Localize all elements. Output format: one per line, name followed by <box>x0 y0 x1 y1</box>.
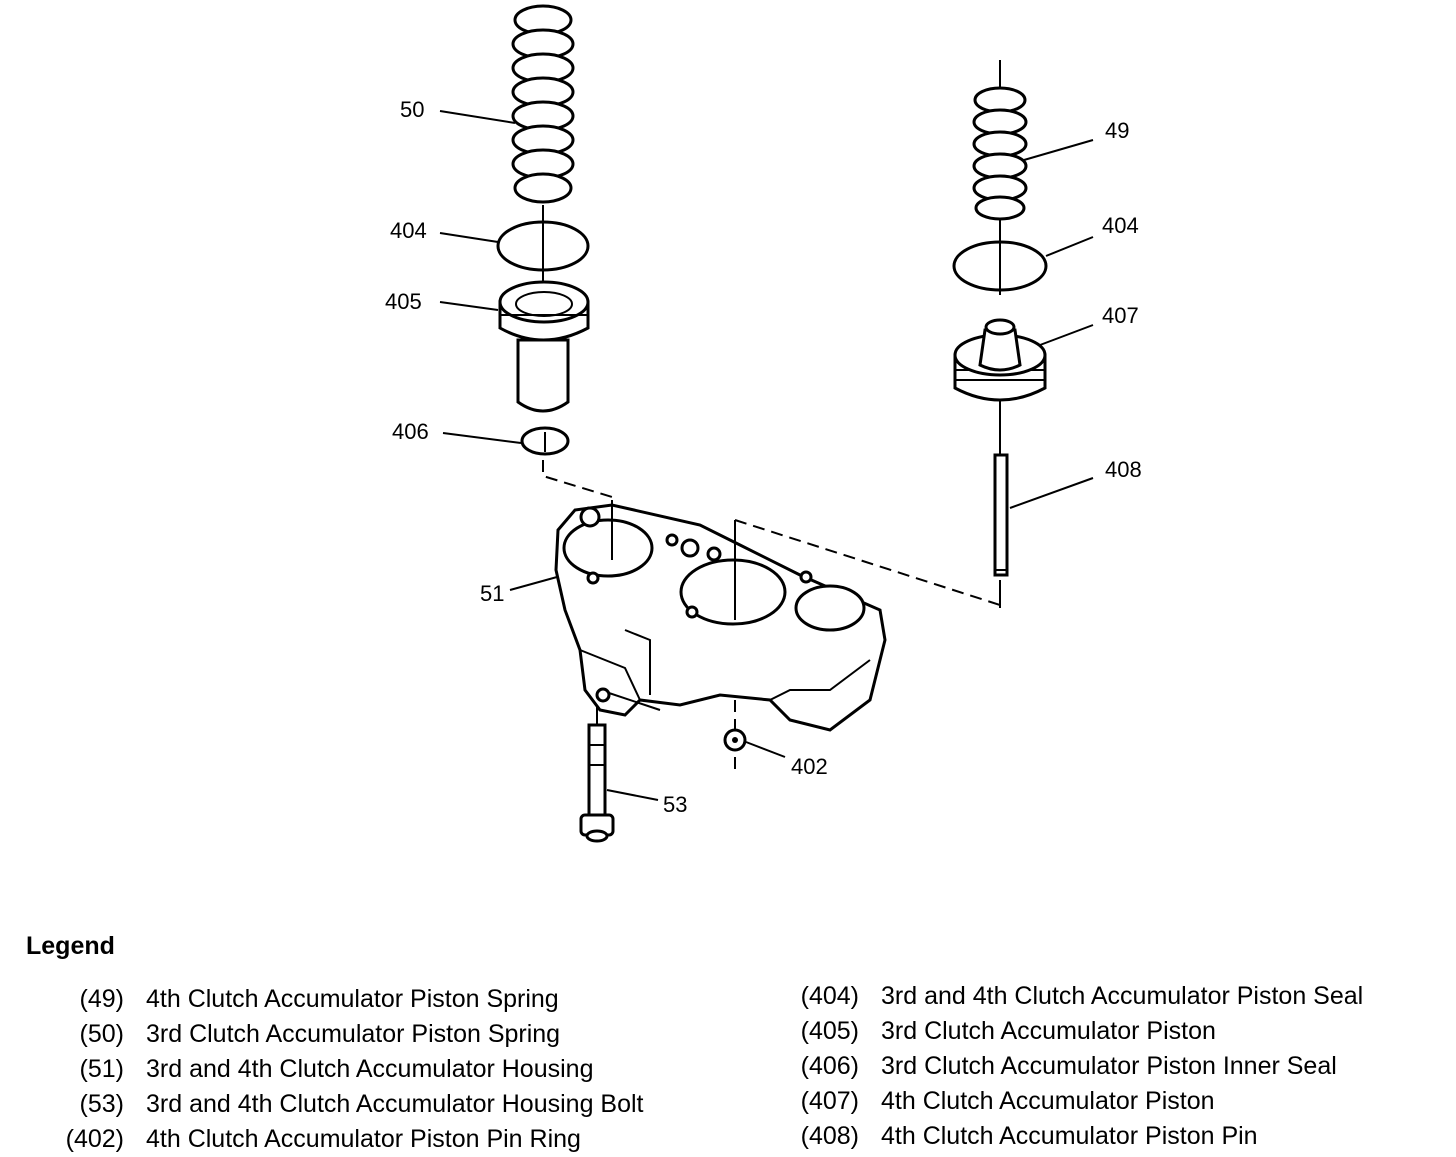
spring-49 <box>972 60 1028 221</box>
legend-item: (49) 4th Clutch Accumulator Piston Spring <box>20 982 644 1017</box>
legend-left-column: (49) 4th Clutch Accumulator Piston Spring… <box>20 982 644 1157</box>
callout-406: 406 <box>392 419 429 444</box>
legend-item: (51) 3rd and 4th Clutch Accumulator Housi… <box>20 1052 644 1087</box>
piston-405 <box>498 280 590 413</box>
legend-number: (53) <box>79 1090 124 1118</box>
legend-item: (405) 3rd Clutch Accumulator Piston <box>795 1014 1363 1049</box>
exploded-parts-diagram: 50 404 405 406 49 404 407 408 51 402 53 <box>385 4 1142 843</box>
legend-right-column: (404) 3rd and 4th Clutch Accumulator Pist… <box>795 979 1364 1154</box>
legend-description: 4th Clutch Accumulator Piston Spring <box>146 985 559 1013</box>
legend-number: (51) <box>79 1055 124 1083</box>
seal-404-left <box>496 220 590 272</box>
legend-number: (407) <box>800 1087 859 1115</box>
callout-49: 49 <box>1105 118 1129 143</box>
callout-53: 53 <box>663 792 687 817</box>
callout-51: 51 <box>480 581 504 606</box>
callout-405: 405 <box>385 289 422 314</box>
legend-number: (408) <box>800 1122 859 1150</box>
legend-number: (406) <box>800 1052 859 1080</box>
legend-description: 3rd and 4th Clutch Accumulator Piston Se… <box>881 982 1364 1010</box>
callout-402: 402 <box>791 754 828 779</box>
legend-description: 3rd Clutch Accumulator Piston Spring <box>146 1020 561 1048</box>
piston-407 <box>953 318 1047 402</box>
callout-404-right: 404 <box>1102 213 1139 238</box>
legend-item: (408) 4th Clutch Accumulator Piston Pin <box>795 1119 1363 1154</box>
legend-number: (404) <box>800 982 859 1010</box>
callout-50: 50 <box>400 97 424 122</box>
seal-406 <box>520 426 570 456</box>
callout-404-left: 404 <box>390 218 427 243</box>
legend-description: 3rd and 4th Clutch Accumulator Housing B… <box>146 1090 644 1118</box>
legend-item: (402) 4th Clutch Accumulator Piston Pin R… <box>20 1122 644 1157</box>
legend-number: (405) <box>800 1017 859 1045</box>
housing-51 <box>554 503 887 732</box>
legend-title: Legend <box>26 932 115 960</box>
legend-number: (402) <box>65 1125 124 1153</box>
legend-description: 3rd and 4th Clutch Accumulator Housing <box>146 1055 594 1083</box>
legend-description: 4th Clutch Accumulator Piston <box>881 1087 1215 1115</box>
legend-number: (49) <box>79 985 124 1013</box>
legend-item: (404) 3rd and 4th Clutch Accumulator Pist… <box>795 979 1364 1014</box>
spring-50 <box>511 4 575 204</box>
legend-description: 3rd Clutch Accumulator Piston Inner Seal <box>881 1052 1337 1080</box>
legend-item: (406) 3rd Clutch Accumulator Piston Inner… <box>795 1049 1363 1084</box>
legend-item: (407) 4th Clutch Accumulator Piston <box>795 1084 1363 1119</box>
legend-description: 4th Clutch Accumulator Piston Pin <box>881 1122 1258 1150</box>
bolt-53 <box>579 705 615 843</box>
pin-408 <box>993 453 1009 577</box>
legend-number: (50) <box>79 1020 124 1048</box>
callout-407: 407 <box>1102 303 1139 328</box>
callout-408: 408 <box>1105 457 1142 482</box>
legend-description: 3rd Clutch Accumulator Piston <box>881 1017 1216 1045</box>
legend-description: 4th Clutch Accumulator Piston Pin Ring <box>146 1125 581 1153</box>
pin-ring-402 <box>723 728 747 752</box>
legend-item: (50) 3rd Clutch Accumulator Piston Spring <box>20 1017 644 1052</box>
legend-item: (53) 3rd and 4th Clutch Accumulator Housi… <box>20 1087 644 1122</box>
seal-404-right <box>952 240 1048 292</box>
